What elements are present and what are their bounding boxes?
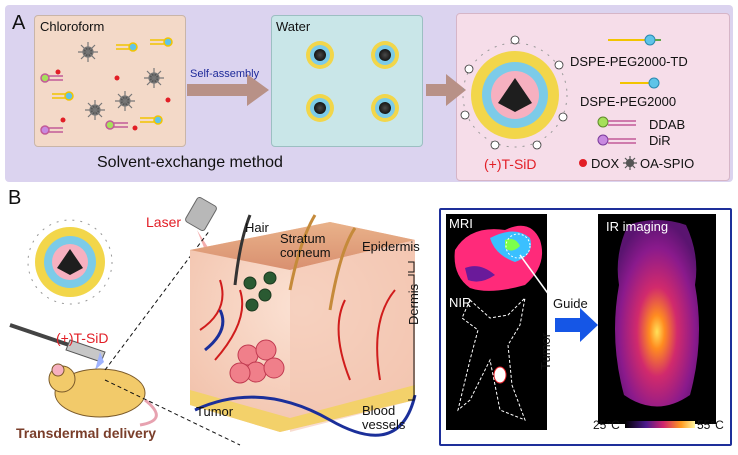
panel-b-letter: B [8,187,22,209]
spio-legend-icon [623,156,637,170]
dox-dot-icon [579,159,587,167]
particle-label: (+)T-SiD [56,330,109,346]
epidermis-label: Epidermis [362,239,420,254]
guide-label: Guide [553,296,588,311]
legend-dir-label: DiR [649,133,671,148]
skin-block-illustration [190,214,417,437]
tumor-label-skin: Tumor [196,404,234,419]
to-result-arrow [426,74,466,106]
nir-image [457,296,526,421]
mri-label: MRI [449,216,473,231]
laser-label: Laser [146,214,182,230]
dropper-icon [9,323,106,370]
temp-high-label: 55°C [697,418,724,432]
ir-image [615,220,699,407]
blood-vessels-label: Blood vessels [362,404,422,432]
self-assembly-arrow [187,74,269,106]
blood-vessels-text: Blood vessels [362,403,406,432]
dermis-label: Dermis [406,283,421,325]
nanoparticle-name-label: (+)T-SiD [484,156,537,172]
temp-low-label: 25°C [593,418,620,432]
legend-dox-label: DOX [591,156,620,171]
nir-label: NIR [449,295,472,310]
legend-icons [579,34,661,170]
chloroform-molecules [40,37,173,135]
tumor-label-mri: Tumor [538,332,553,370]
delivery-label: Transdermal delivery [16,425,157,441]
chloroform-label: Chloroform [40,19,105,34]
hair-label: Hair [245,220,269,235]
legend-ddab-label: DDAB [649,117,686,132]
stratum-label: Stratum corneum [280,232,350,260]
nanoparticle-small-icon [27,219,113,305]
legend-spio-label: OA-SPIO [640,156,695,171]
water-box [271,15,423,147]
temperature-colorbar [625,421,695,428]
water-micelles [306,41,399,122]
spio-star-icon [78,42,98,62]
self-assembly-label: Self-assembly [190,68,260,80]
legend-td-label: DSPE-PEG2000-TD [570,54,688,69]
stratum-text: Stratum corneum [280,231,331,260]
mouse-icon [48,363,158,427]
guide-arrow [555,308,598,342]
ir-label: IR imaging [606,219,669,234]
water-label: Water [276,19,311,34]
mri-image [454,225,543,291]
method-label: Solvent-exchange method [97,154,283,171]
panel-a-letter: A [12,12,26,34]
legend-peg-label: DSPE-PEG2000 [580,94,677,109]
nanoparticle-large-icon [460,35,568,150]
